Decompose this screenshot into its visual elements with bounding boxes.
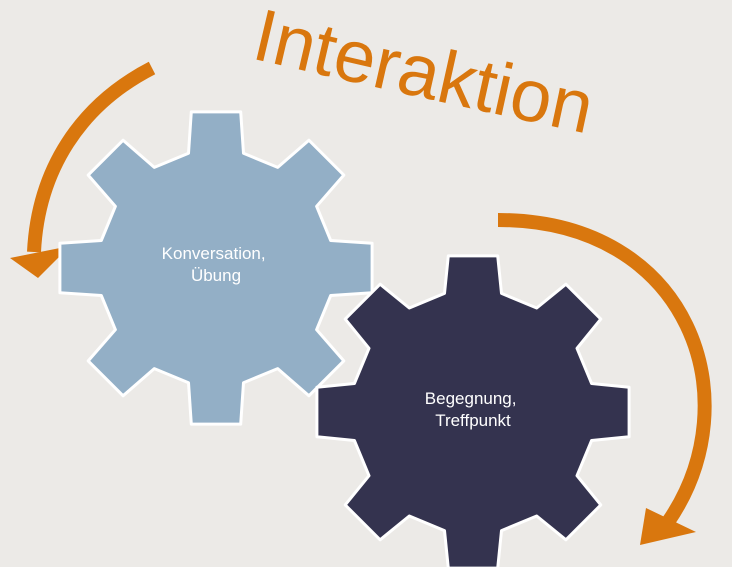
gear-left-label-line2: Übung: [191, 266, 241, 285]
gear-encounter: Begegnung, Treffpunkt: [315, 254, 631, 567]
gear-right-shape: [315, 254, 631, 567]
right-arrow-head: [640, 508, 696, 545]
gear-right-label-line1: Begegnung,: [425, 389, 517, 408]
left-cycle-arrow: [10, 61, 156, 278]
gear-left-label-line1: Konversation,: [162, 244, 266, 263]
gear-right-label: Begegnung, Treffpunkt: [425, 389, 521, 430]
diagram-title-text: Interaktion: [246, 0, 601, 149]
diagram-title: Interaktion: [246, 0, 601, 149]
gear-left-label: Konversation, Übung: [162, 244, 271, 285]
left-arrow-shaft: [27, 61, 156, 253]
left-arrow-head: [10, 246, 70, 278]
gear-right-label-line2: Treffpunkt: [435, 411, 511, 430]
gear-conversation: Konversation, Übung: [58, 110, 374, 426]
right-arrow-shaft: [497, 213, 712, 526]
gear-left-shape: [58, 110, 374, 426]
right-cycle-arrow: [497, 213, 712, 545]
